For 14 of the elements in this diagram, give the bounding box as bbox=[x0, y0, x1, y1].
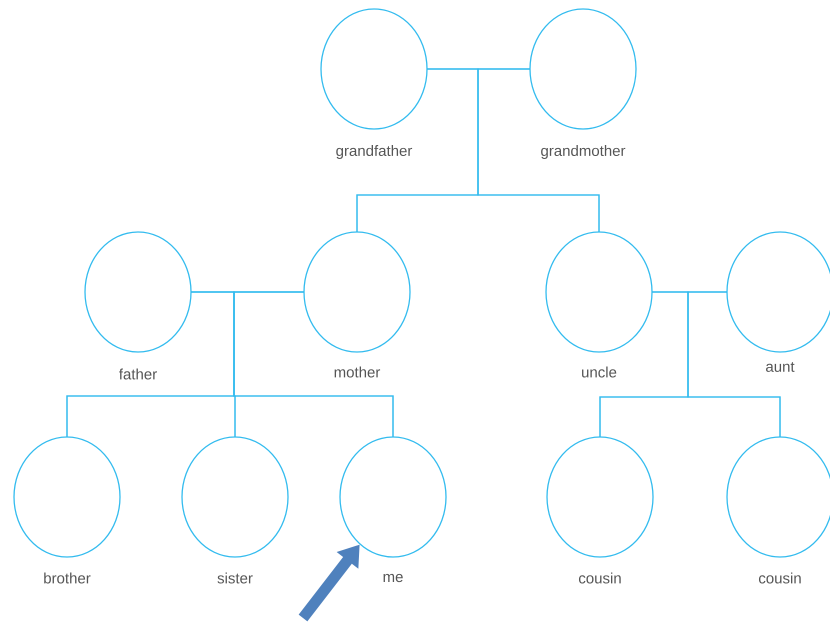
descent-line bbox=[477, 68, 600, 232]
name-label: cousin bbox=[758, 572, 801, 584]
name-label: me bbox=[384, 574, 403, 582]
name-label: grandfather bbox=[336, 145, 412, 159]
name-label: father bbox=[119, 368, 157, 380]
descent-line bbox=[233, 291, 394, 437]
descent-line bbox=[687, 291, 781, 437]
name-label: mother bbox=[334, 366, 380, 378]
name-label: aunt bbox=[766, 362, 794, 372]
name-label: uncle bbox=[582, 366, 616, 378]
name-label: brother bbox=[44, 572, 90, 584]
name-label: grandmother bbox=[541, 145, 626, 159]
name-label: cousin bbox=[578, 572, 621, 584]
name-label: sister bbox=[218, 572, 253, 584]
